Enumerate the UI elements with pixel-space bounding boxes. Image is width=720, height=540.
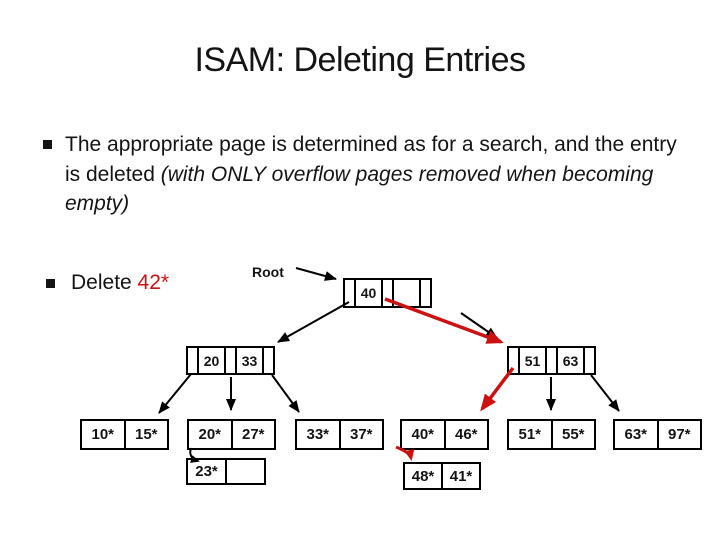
pointer-cell [188,348,197,373]
arrow-node20-to-leaf-33-37 [271,374,300,413]
pointer-cell [345,280,354,306]
leaf-cell: 46* [443,421,488,448]
key-cell: 63 [556,348,583,373]
key-cell: 20 [197,348,224,373]
overflow-page-23: 23* [186,458,266,485]
bullet-square-icon [46,279,55,288]
overflow-page-48-41: 48* 41* [403,462,481,490]
arrow-node20-to-leaf-10-15 [158,373,192,414]
key-cell: 51 [518,348,545,373]
bullet1-italic-text: (with ONLY overflow pages removed when b… [65,162,654,216]
bullet-square-icon [43,140,52,149]
key-cell: 33 [235,348,262,373]
pointer-cell [583,348,594,373]
leaf-page-20-27: 20* 27* [187,419,276,450]
slide-title: ISAM: Deleting Entries [194,41,526,79]
pointer-cell [381,280,392,306]
leaf-cell: 41* [441,464,479,488]
leaf-cell: 20* [198,426,222,443]
pointer-cell [509,348,518,373]
leaf-cell: 33* [306,426,330,443]
leaf-cell: 23* [195,463,218,480]
bullet-item-1: The appropriate page is determined as fo… [43,130,691,219]
pointer-cell [224,348,235,373]
arrow-node51-to-leaf-63-97 [590,374,620,412]
bullet1-text: The appropriate page is determined as fo… [65,130,677,219]
leaf-cell: 27* [230,421,275,448]
leaf-page-40-46: 40* 46* [400,419,489,450]
pointer-cell [419,280,430,306]
root-node-label: Root [252,264,284,280]
leaf-cell: 48* [411,467,435,485]
index-node-20-33: 20 33 [186,346,275,375]
leaf-cell: 55* [550,421,595,448]
leaf-cell: 10* [91,426,115,443]
root-label-arrow [295,267,337,281]
bullet-item-2: Delete 42* [46,271,169,295]
arrow-root-to-node-20-33 [277,301,350,343]
index-node-51-63: 51 63 [507,346,596,375]
leaf-page-51-55: 51* 55* [507,419,596,450]
key-cell: 40 [354,280,381,306]
delete-key-highlight: 42* [137,271,170,294]
delete-label: Delete [71,271,138,294]
leaf-cell: 40* [411,426,435,443]
key-cell-empty [392,280,419,306]
bullet2-text: Delete 42* [71,271,169,295]
arrow-root-to-node-51-63 [460,312,498,339]
leaf-cell: 15* [123,421,168,448]
leaf-cell: 51* [518,426,542,443]
leaf-page-33-37: 33* 37* [295,419,384,450]
leaf-page-63-97: 63* 97* [613,419,702,450]
leaf-cell-empty [225,460,264,483]
root-index-node: 40 [343,278,432,308]
leaf-cell: 97* [656,421,701,448]
leaf-page-10-15: 10* 15* [80,419,169,450]
pointer-cell [262,348,273,373]
bullet1-normal-text: The appropriate page is determined as fo… [65,133,677,186]
leaf-cell: 63* [624,426,648,443]
pointer-cell [545,348,556,373]
leaf-cell: 37* [338,421,383,448]
